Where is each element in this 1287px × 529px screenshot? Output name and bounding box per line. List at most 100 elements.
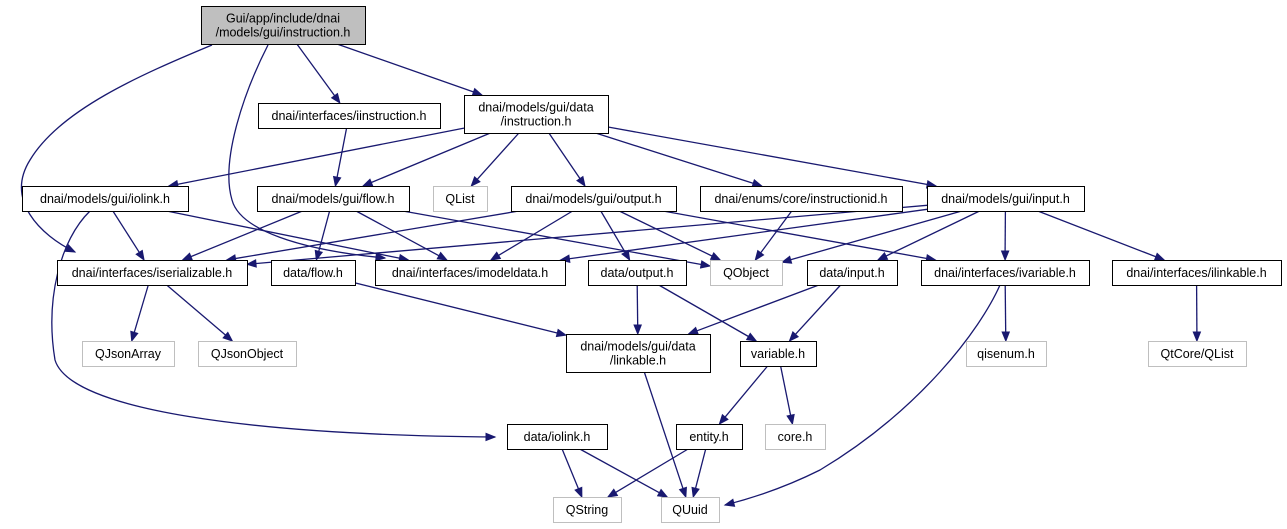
node-root-label-1: /models/gui/instruction.h (216, 26, 351, 40)
node-ilinkable-box (1112, 260, 1282, 286)
node-dinstruction-label-1: /instruction.h (501, 115, 572, 129)
node-dinstruction[interactable]: dnai/models/gui/data/instruction.h (464, 95, 609, 134)
edge-output-to-ivariable-line (662, 210, 928, 260)
edge-iolink-to-iserializable-arrowhead (135, 249, 145, 262)
edge-flow-to-imodeldata-arrowhead (436, 251, 449, 261)
edge-dflow-to-linkable (354, 282, 568, 338)
edge-dinstruction-to-iolink (167, 127, 465, 189)
node-quuid-box (661, 497, 720, 523)
edge-doutput-to-variable-line (658, 284, 750, 338)
node-qjsonobject-box (198, 341, 297, 367)
node-input[interactable]: dnai/models/gui/input.h (927, 186, 1085, 212)
node-layer: Gui/app/include/dnai/models/gui/instruct… (22, 6, 1282, 523)
node-doutput-box (588, 260, 687, 286)
edge-dflow-to-linkable-arrowhead (555, 328, 568, 338)
node-qstring-label-0: QString (566, 503, 608, 517)
edge-flow-to-qobject (402, 210, 712, 269)
edge-iserializable-to-qjsonobject (166, 284, 234, 342)
edge-diolink-to-quuid-arrowhead (656, 488, 669, 498)
edge-root-to-imodeldata (228, 44, 387, 262)
edge-input-to-imodeldata-line (568, 208, 928, 260)
node-output[interactable]: dnai/models/gui/output.h (511, 186, 677, 212)
edge-output-to-imodeldata (489, 210, 573, 261)
edge-doutput-to-variable (658, 284, 758, 342)
node-ivariable[interactable]: dnai/interfaces/ivariable.h (921, 260, 1090, 286)
node-iinstruction-box (258, 103, 441, 129)
node-qlist-box (433, 186, 488, 212)
node-imodeldata-label-0: dnai/interfaces/imodeldata.h (392, 266, 548, 280)
node-dinput[interactable]: data/input.h (807, 260, 898, 286)
edge-iolink-to-iserializable (112, 210, 145, 262)
edge-output-to-iserializable (225, 210, 520, 263)
node-iserializable[interactable]: dnai/interfaces/iserializable.h (57, 260, 248, 286)
node-entity[interactable]: entity.h (676, 424, 743, 450)
edge-dinput-to-variable-line (794, 284, 842, 336)
edge-output-to-imodeldata-arrowhead (489, 251, 502, 261)
edge-variable-to-entity-line (724, 365, 769, 419)
node-linkable[interactable]: dnai/models/gui/data/linkable.h (566, 334, 711, 373)
edge-diolink-to-qstring-arrowhead (574, 486, 583, 499)
node-qisenum-label-0: qisenum.h (977, 347, 1035, 361)
edge-output-to-doutput-arrowhead (621, 249, 631, 262)
node-output-label-0: dnai/models/gui/output.h (525, 192, 661, 206)
edge-dinstruction-to-input-line (607, 126, 929, 186)
node-flow[interactable]: dnai/models/gui/flow.h (257, 186, 410, 212)
edge-diolink-to-qstring-line (561, 448, 580, 490)
node-iolink[interactable]: dnai/models/gui/iolink.h (22, 186, 189, 212)
node-qjsonarray: QJsonArray (82, 341, 175, 367)
node-iolink-label-0: dnai/models/gui/iolink.h (40, 192, 170, 206)
node-root[interactable]: Gui/app/include/dnai/models/gui/instruct… (201, 6, 366, 45)
edge-dinstruction-to-output-line (548, 132, 582, 180)
edge-iinstruction-to-flow (332, 127, 348, 188)
node-dflow-label-0: data/flow.h (283, 266, 343, 280)
node-instructionid-box (700, 186, 903, 212)
edge-input-to-ilinkable (1037, 210, 1166, 261)
edge-dinstruction-to-flow (361, 132, 491, 187)
edge-output-to-qobject (619, 210, 722, 261)
node-diolink-label-0: data/iolink.h (524, 430, 591, 444)
edge-entity-to-quuid (691, 448, 707, 499)
edge-root-to-dinstruction-line (336, 43, 475, 93)
edge-root-to-imodeldata-arrowhead (375, 252, 387, 262)
edge-doutput-to-linkable (633, 284, 642, 336)
edge-layer (20, 43, 1202, 507)
node-iinstruction[interactable]: dnai/interfaces/iinstruction.h (258, 103, 441, 129)
edge-root-to-iinstruction (296, 43, 341, 105)
edge-linkable-to-quuid-line (643, 371, 684, 490)
edge-dinput-to-variable (788, 284, 842, 342)
node-qjsonarray-box (82, 341, 175, 367)
node-imodeldata[interactable]: dnai/interfaces/imodeldata.h (375, 260, 566, 286)
node-quuid: QUuid (661, 497, 720, 523)
edge-entity-to-qstring (606, 448, 689, 498)
edge-iserializable-to-qjsonarray (130, 284, 149, 343)
node-linkable-label-1: /linkable.h (610, 354, 666, 368)
edge-input-to-dinput-line (884, 210, 980, 258)
node-dinstruction-box (464, 95, 609, 134)
node-iinstruction-label-0: dnai/interfaces/iinstruction.h (272, 109, 427, 123)
node-dflow[interactable]: data/flow.h (271, 260, 356, 286)
node-variable[interactable]: variable.h (740, 341, 817, 367)
node-instructionid[interactable]: dnai/enums/core/instructionid.h (700, 186, 903, 212)
edge-input-to-ivariable-arrowhead (1000, 250, 1010, 262)
edge-dflow-to-linkable-line (354, 282, 559, 334)
edge-linkable-to-quuid-arrowhead (678, 486, 687, 499)
node-diolink[interactable]: data/iolink.h (507, 424, 608, 450)
node-doutput-label-0: data/output.h (601, 266, 674, 280)
node-qobject: QObject (710, 260, 783, 286)
edge-root-to-imodeldata-line (228, 44, 386, 259)
edge-input-to-ivariable (1000, 210, 1010, 262)
edge-diolink-to-quuid-line (579, 448, 661, 494)
edge-dinstruction-to-iolink-line (176, 127, 465, 186)
node-ilinkable[interactable]: dnai/interfaces/ilinkable.h (1112, 260, 1282, 286)
edge-flow-to-iserializable-arrowhead (181, 252, 194, 261)
edge-iserializable-to-qjsonobject-arrowhead (222, 331, 234, 342)
edge-input-to-dinput (876, 210, 980, 261)
node-doutput[interactable]: data/output.h (588, 260, 687, 286)
node-qtcoreqlist-label-0: QtCore/QList (1161, 347, 1234, 361)
edge-iolink-to-diolink (51, 210, 497, 442)
node-dinput-box (807, 260, 898, 286)
node-qlist-label-0: QList (445, 192, 475, 206)
edge-instructionid-to-qobject-arrowhead (754, 249, 765, 262)
node-diolink-box (507, 424, 608, 450)
edge-dinput-to-variable-arrowhead (788, 331, 800, 342)
